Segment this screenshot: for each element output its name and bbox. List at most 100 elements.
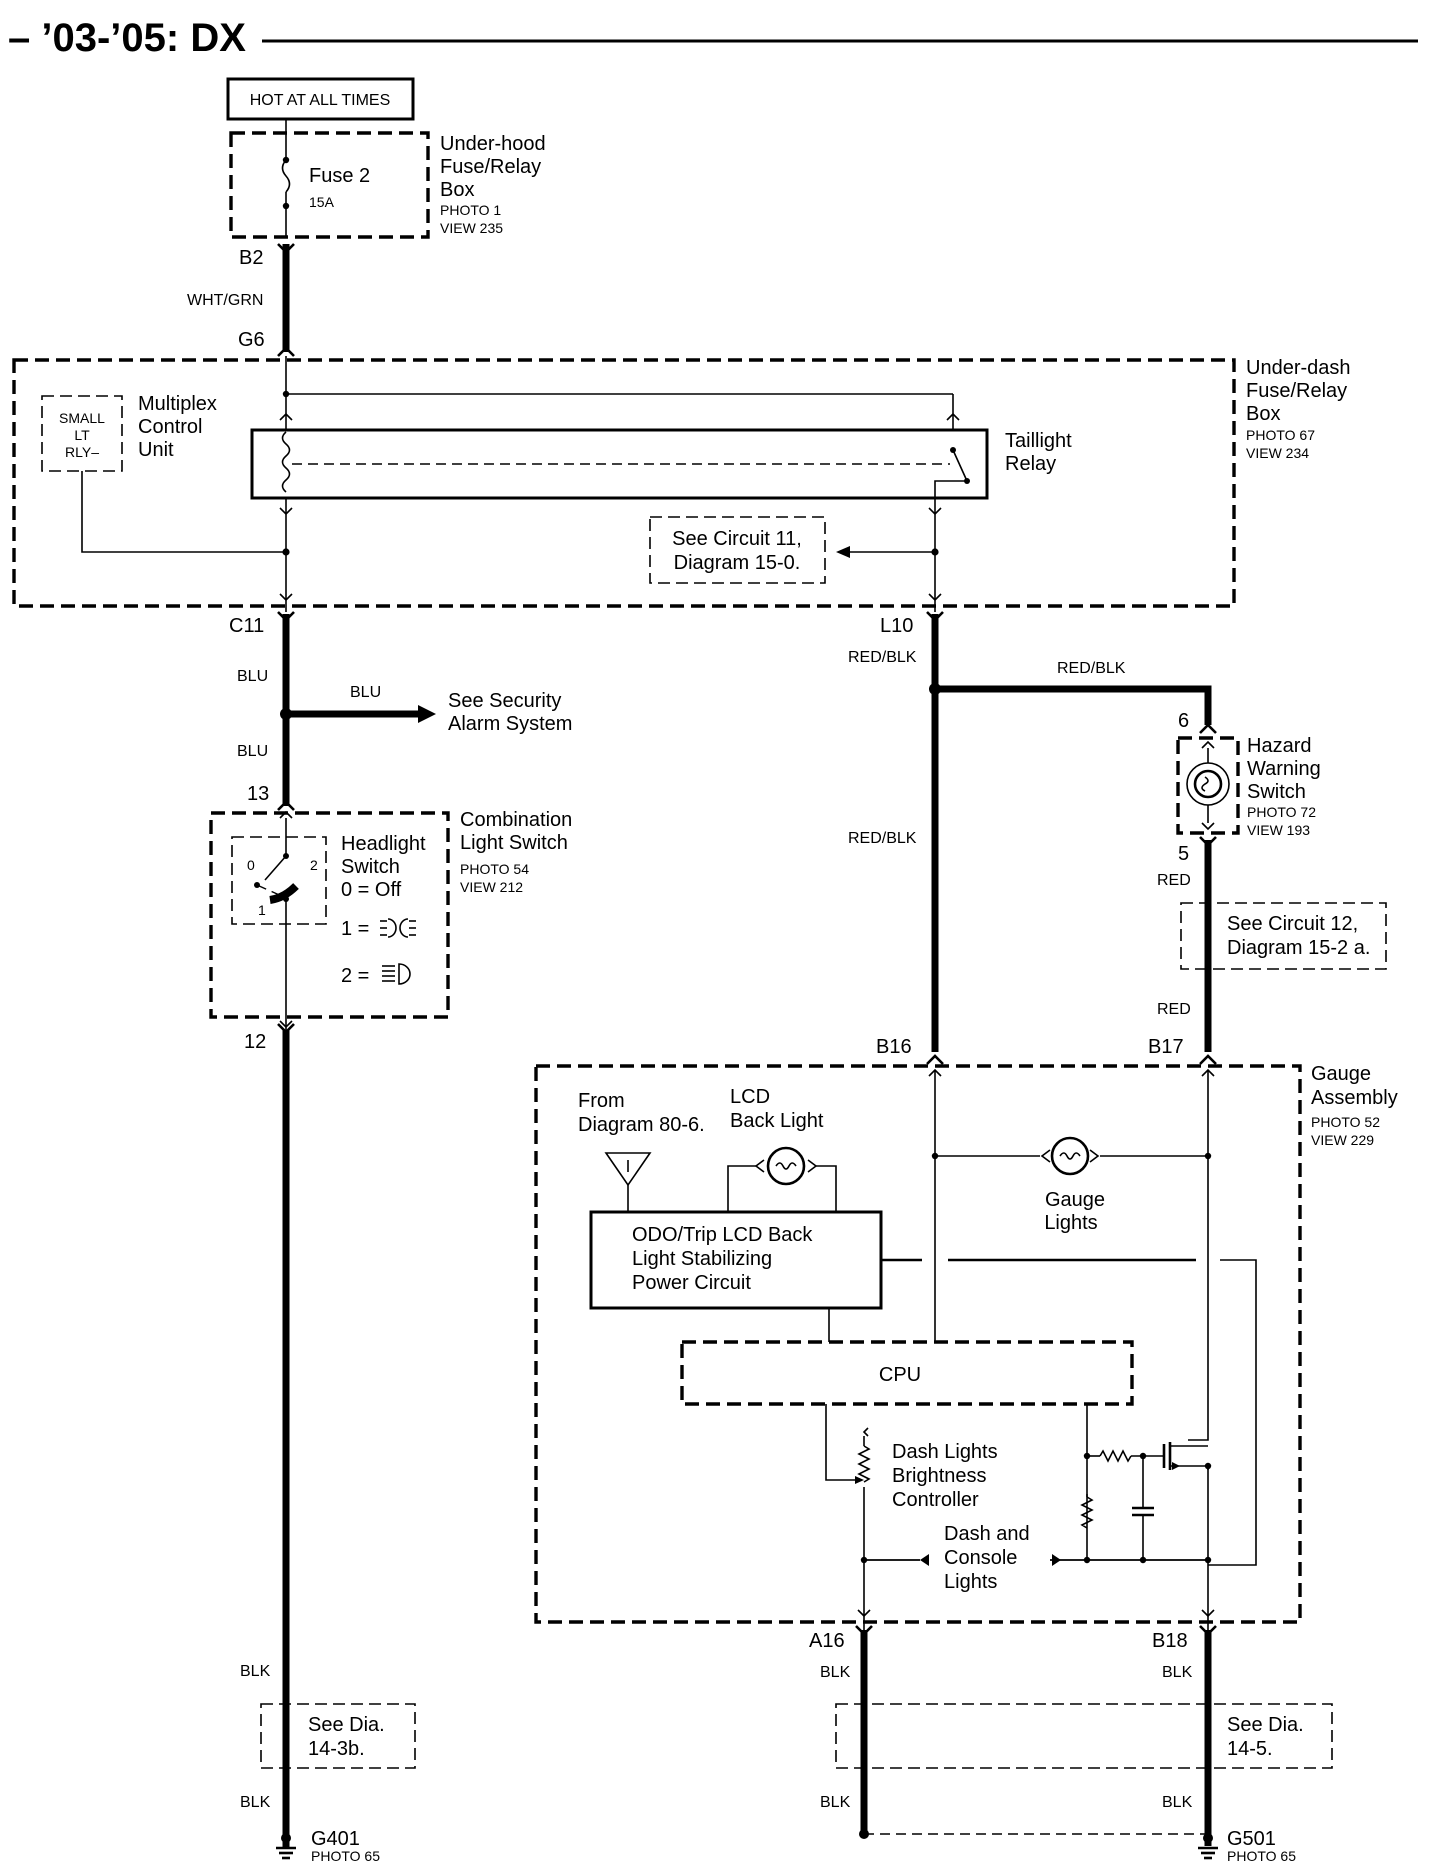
wire-label-blu-2: BLU xyxy=(350,684,381,701)
relay-pin-4 xyxy=(928,507,942,516)
hazard-bulb-inner xyxy=(1193,769,1223,799)
odo-1: ODO/Trip LCD Back xyxy=(632,1224,813,1246)
cpu-to-dimmer xyxy=(825,1404,855,1481)
odo-trip-box xyxy=(589,1210,883,1310)
connector-12: 12 xyxy=(244,1031,266,1053)
headlight-name-1: Headlight xyxy=(341,833,426,855)
small-lt-rly-1: SMALL xyxy=(59,410,105,426)
mcu-name-1: Multiplex xyxy=(138,393,217,415)
combo-pin-top xyxy=(279,810,293,819)
combo-view: VIEW 212 xyxy=(460,879,523,895)
connector-b16-pin xyxy=(926,1054,944,1065)
connector-g6-pin xyxy=(277,346,295,357)
fuse-name: Fuse 2 xyxy=(309,165,370,187)
wire-red-blk-hazard xyxy=(935,685,1212,725)
gauge-lights-1: Gauge xyxy=(1045,1189,1105,1211)
headlight-switch-box xyxy=(231,836,327,925)
odo-output-3 xyxy=(1208,1259,1257,1566)
connector-b16: B16 xyxy=(876,1036,912,1058)
g501-ground-icon xyxy=(1198,1846,1218,1860)
hazard-name-1: Hazard xyxy=(1247,735,1311,757)
junction-mcu xyxy=(282,548,290,556)
connector-5: 5 xyxy=(1178,843,1189,865)
headlight-switch-blade xyxy=(264,855,287,881)
headlight-pos2-text: 2 = xyxy=(341,965,369,987)
relay-pin-3 xyxy=(279,507,293,516)
gauge-light-socket-right xyxy=(1089,1149,1100,1163)
junction-gauge-left xyxy=(931,1152,939,1160)
connector-g6: G6 xyxy=(238,329,265,351)
wire-label-blk-4: BLK xyxy=(1162,1664,1193,1681)
mosfet-arrow xyxy=(1172,1462,1180,1470)
mcu-wire xyxy=(81,471,286,553)
see-circuit12-2: Diagram 15-2 a. xyxy=(1227,937,1370,959)
dimmer-wiper-arrow xyxy=(855,1476,864,1484)
switch-pos-0: 0 xyxy=(247,857,255,873)
driver-base-resistor-icon xyxy=(1099,1449,1132,1463)
connector-l10: L10 xyxy=(880,615,913,637)
ground-g501: G501 xyxy=(1227,1828,1276,1850)
hazard-switch-box xyxy=(1176,736,1240,835)
combo-pin-bottom xyxy=(279,1020,293,1029)
odo-3: Power Circuit xyxy=(632,1272,751,1294)
dash-lights-1: Dash and xyxy=(944,1523,1030,1545)
see-circuit11-2: Diagram 15-0. xyxy=(674,552,801,574)
gauge-lights-filament xyxy=(1059,1152,1081,1160)
dimmer-3: Controller xyxy=(892,1489,979,1511)
see-circuit11-1: See Circuit 11, xyxy=(672,528,802,550)
mcu-name-3: Unit xyxy=(138,439,174,461)
pulldown-resistor-icon xyxy=(1080,1496,1094,1529)
hazard-photo: PHOTO 72 xyxy=(1247,804,1316,820)
underhood-name-3: Box xyxy=(440,179,474,201)
lcd-wire-right xyxy=(815,1165,837,1212)
connector-b2: B2 xyxy=(239,247,263,269)
see-14-3b-box xyxy=(260,1703,416,1769)
connector-13-pin xyxy=(277,800,295,811)
g401-junction xyxy=(281,1833,291,1843)
see-circuit11-box xyxy=(649,516,826,584)
underdash-view: VIEW 234 xyxy=(1246,445,1309,461)
small-lt-rly-3: RLY– xyxy=(65,444,99,460)
dimmer-top-hook xyxy=(862,1427,869,1437)
lcd-bulb-filament xyxy=(775,1162,797,1170)
dash-lights-3: Lights xyxy=(944,1571,997,1593)
switch-pos-2: 2 xyxy=(310,857,318,873)
cpu-label: CPU xyxy=(879,1364,921,1386)
dimmer-resistor-icon xyxy=(857,1445,871,1483)
fuse-2-icon xyxy=(281,159,291,193)
relay-pin-1 xyxy=(279,412,293,421)
wire-label-red-2: RED xyxy=(1157,1001,1191,1018)
lcd-wire-left xyxy=(727,1165,757,1212)
a16-inner-pin xyxy=(857,1609,871,1618)
fuse-rating: 15A xyxy=(309,194,335,210)
junction-feed xyxy=(282,390,290,398)
lcd-bulb-icon xyxy=(766,1146,806,1186)
connector-b2-pin xyxy=(277,243,295,254)
combination-light-switch-box xyxy=(209,811,450,1019)
hot-at-all-times-box xyxy=(226,77,415,121)
see-circuit12-box xyxy=(1180,902,1387,970)
connector-13: 13 xyxy=(247,783,269,805)
underhood-photo: PHOTO 1 xyxy=(440,202,501,218)
wire-label-blu-1: BLU xyxy=(237,668,268,685)
hazard-bulb-icon xyxy=(1186,762,1230,806)
lcd-socket-right xyxy=(807,1159,818,1173)
headlight-pos0-text: 0 = Off xyxy=(341,879,402,901)
security-1: See Security xyxy=(448,690,561,712)
small-lt-rly-2: LT xyxy=(74,427,90,443)
see-circuit12-1: See Circuit 12, xyxy=(1227,913,1358,935)
hazard-bulb-filament xyxy=(1201,776,1209,792)
parking-light-icon xyxy=(380,918,416,938)
hazard-view: VIEW 193 xyxy=(1247,822,1310,838)
hazard-pin-top xyxy=(1201,740,1215,749)
connector-c11: C11 xyxy=(229,615,264,637)
security-2: Alarm System xyxy=(448,713,572,735)
underhood-name-1: Under-hood xyxy=(440,133,546,155)
underdash-name-1: Under-dash xyxy=(1246,357,1351,379)
gauge-name-1: Gauge xyxy=(1311,1063,1371,1085)
wire-label-red-blk-1: RED/BLK xyxy=(848,649,917,666)
ground-g501-photo: PHOTO 65 xyxy=(1227,1848,1296,1862)
connector-b17-pin xyxy=(1199,1054,1217,1065)
headlight-switch-contact-arc xyxy=(269,883,299,904)
